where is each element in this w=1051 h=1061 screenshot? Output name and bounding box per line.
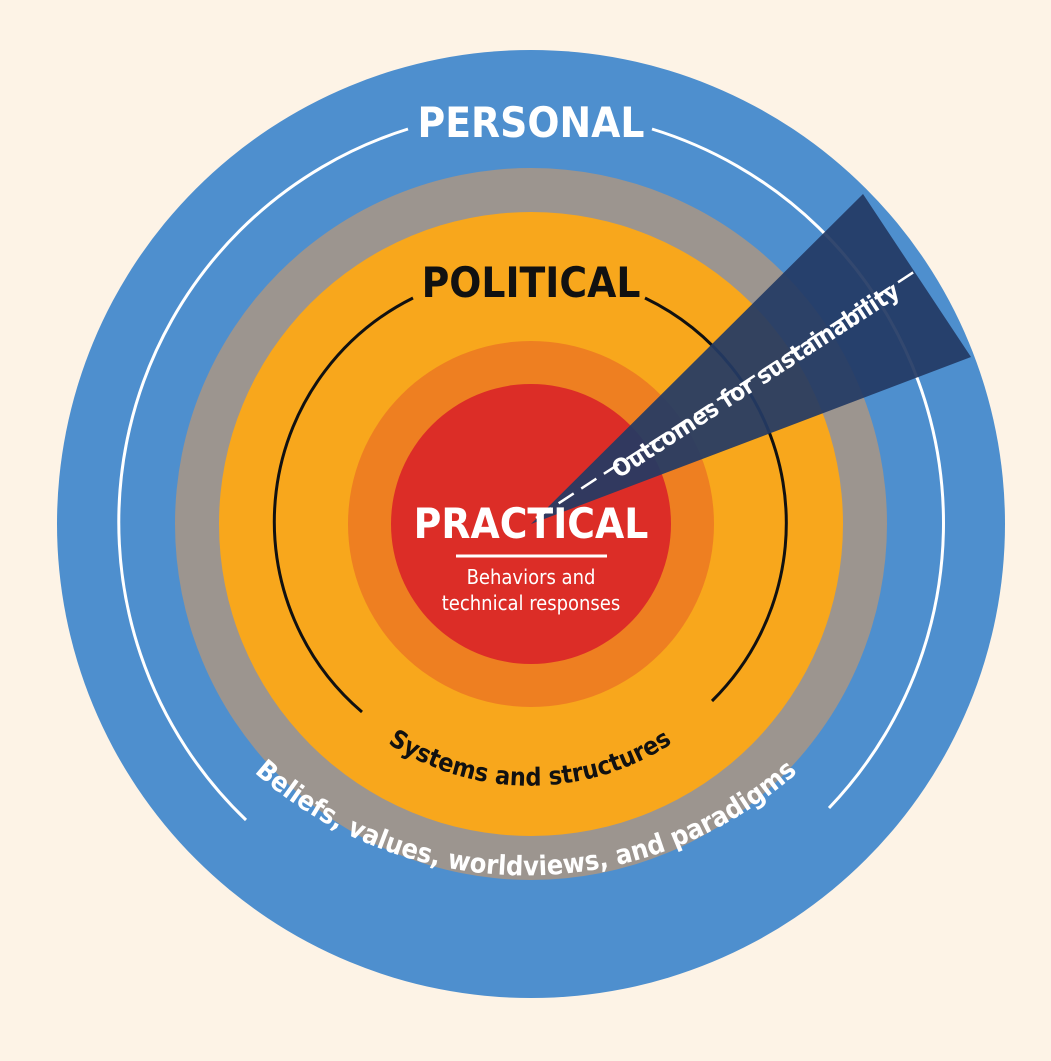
outcomes-dashed-line bbox=[535, 266, 921, 520]
practical-subtitle-line1: Behaviors and bbox=[467, 565, 596, 589]
practical-subtitle-line2: technical responses bbox=[442, 591, 621, 615]
personal-guide-arc bbox=[651, 127, 945, 810]
personal-guide-arc bbox=[117, 127, 409, 822]
outcomes-beam bbox=[531, 194, 971, 524]
political-guide-arc bbox=[644, 296, 788, 703]
personal-title: PERSONAL bbox=[418, 98, 645, 147]
political-title: POLITICAL bbox=[422, 258, 641, 307]
practical-title: PRACTICAL bbox=[414, 499, 649, 548]
political-guide-arc bbox=[272, 296, 414, 714]
